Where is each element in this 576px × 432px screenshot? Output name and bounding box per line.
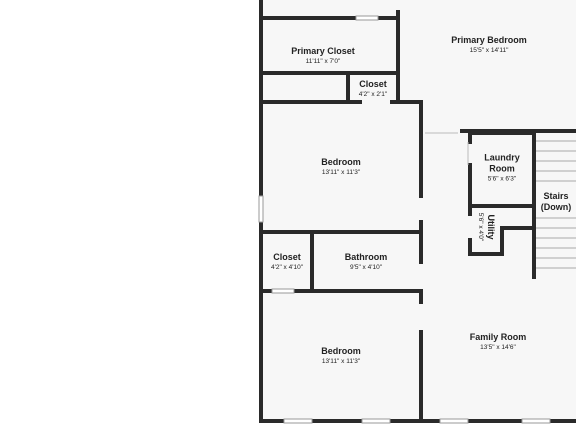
window-bottom-3 xyxy=(439,418,469,424)
room-dims: 9'5" x 4'10" xyxy=(349,264,383,271)
room-bedroom-lower: Bedroom 13'11" x 11'3" xyxy=(321,346,361,366)
room-bedroom-upper: Bedroom 13'11" x 11'3" xyxy=(321,157,361,177)
window-left-wall xyxy=(258,195,264,223)
room-name: Closet xyxy=(273,252,301,262)
window-bottom-1 xyxy=(283,418,313,424)
room-primary-closet: Primary Closet 11'11" x 7'0" xyxy=(291,46,355,66)
window-top-strip xyxy=(355,15,379,21)
room-dims: 13'11" x 11'3" xyxy=(321,358,361,365)
stairs-treads xyxy=(536,140,576,269)
window-bottom-4 xyxy=(521,418,551,424)
room-primary-bedroom: Primary Bedroom 15'5" x 14'11" xyxy=(451,35,527,55)
room-name: Bedroom xyxy=(321,157,361,167)
room-family-room: Family Room 13'5" x 14'6" xyxy=(470,332,527,352)
windows xyxy=(258,15,551,424)
room-closet-small: Closet 4'2" x 2'1" xyxy=(359,79,387,99)
room-name: Family Room xyxy=(469,332,527,342)
room-name: Stairs (Down) xyxy=(540,191,572,212)
room-laundry: Laundry Room 5'6" x 6'3" xyxy=(477,153,527,184)
room-stairs: Stairs (Down) xyxy=(536,191,576,213)
room-closet-hall: Closet 4'2" x 4'10" xyxy=(271,252,303,272)
room-name: Bedroom xyxy=(321,346,361,356)
room-name: Bathroom xyxy=(344,252,388,262)
room-dims: 15'5" x 14'11" xyxy=(469,47,509,54)
room-dims: 5'6" x 4'0" xyxy=(477,212,484,242)
room-name: Utility xyxy=(486,214,496,240)
room-bathroom: Bathroom 9'5" x 4'10" xyxy=(345,252,388,272)
door-openings xyxy=(425,132,469,165)
floor-area xyxy=(261,0,576,421)
room-dims: 5'6" x 6'3" xyxy=(487,175,517,183)
room-name: Laundry Room xyxy=(484,152,520,174)
room-utility: Utility 5'6" x 4'0" xyxy=(476,213,496,241)
room-dims: 4'2" x 2'1" xyxy=(358,91,388,98)
window-bottom-2 xyxy=(361,418,391,424)
room-name: Primary Closet xyxy=(291,46,355,56)
walls xyxy=(259,0,576,423)
room-name: Closet xyxy=(359,79,387,89)
room-dims: 13'5" x 14'6" xyxy=(480,344,516,351)
room-dims: 13'11" x 11'3" xyxy=(321,169,361,176)
door-bath-closet xyxy=(271,288,295,294)
room-name: Primary Bedroom xyxy=(451,35,527,45)
room-dims: 4'2" x 4'10" xyxy=(270,264,304,271)
room-dims: 11'11" x 7'0" xyxy=(305,58,341,65)
